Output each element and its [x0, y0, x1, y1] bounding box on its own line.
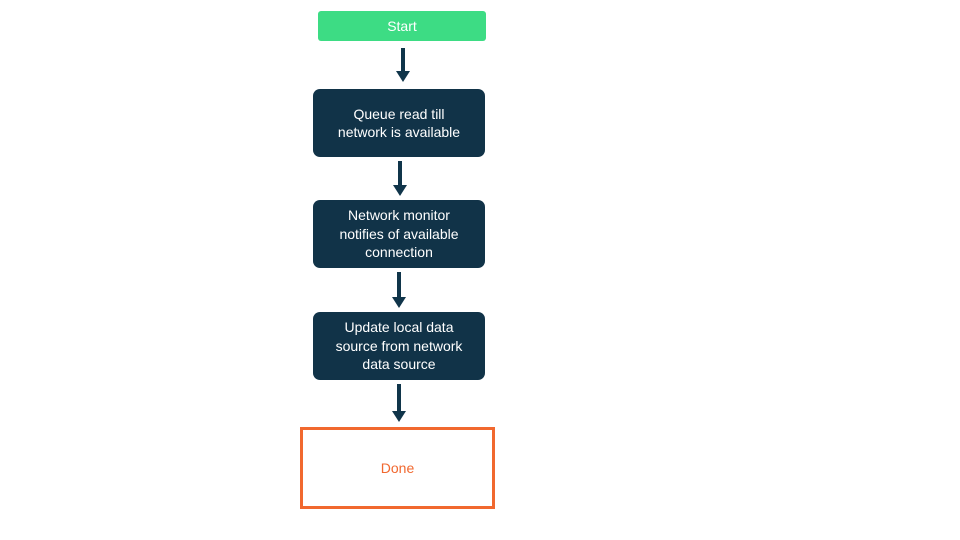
- arrow-head-icon: [396, 71, 410, 82]
- arrow-down-icon: [396, 48, 410, 82]
- node-monitor-label: Network monitor notifies of available co…: [339, 207, 459, 261]
- flowchart-node-queue-read: Queue read till network is available: [313, 89, 485, 157]
- node-update-label: Update local data source from network da…: [335, 319, 463, 373]
- arrow-shaft: [397, 384, 401, 411]
- flowchart-node-update-local-data: Update local data source from network da…: [313, 312, 485, 380]
- arrow-head-icon: [392, 297, 406, 308]
- node-done-label: Done: [380, 459, 415, 476]
- arrow-down-icon: [392, 384, 406, 422]
- arrow-head-icon: [393, 185, 407, 196]
- arrow-down-icon: [393, 161, 407, 196]
- arrow-head-icon: [392, 411, 406, 422]
- arrow-shaft: [397, 272, 401, 297]
- flowchart-node-network-monitor: Network monitor notifies of available co…: [313, 200, 485, 268]
- arrow-shaft: [401, 48, 405, 71]
- node-queue-label: Queue read till network is available: [337, 105, 461, 141]
- node-start-label: Start: [387, 17, 417, 34]
- flowchart-node-done: Done: [300, 427, 495, 509]
- arrow-down-icon: [392, 272, 406, 308]
- flowchart-node-start: Start: [318, 11, 486, 41]
- arrow-shaft: [398, 161, 402, 185]
